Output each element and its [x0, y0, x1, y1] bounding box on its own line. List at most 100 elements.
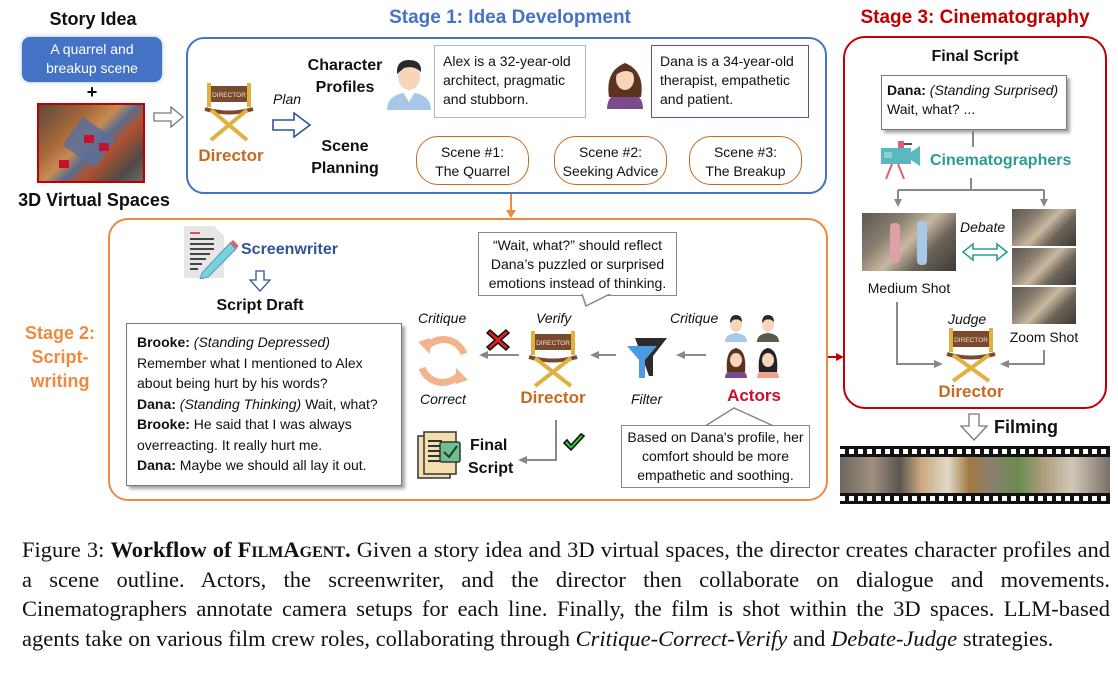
stage2-title: Stage 2: Script- writing [18, 321, 102, 393]
zoom-shot-label: Zoom Shot [1009, 329, 1079, 345]
cinema-camera-icon [881, 141, 920, 180]
scene-3-pill: Scene #3: The Breakup [689, 136, 802, 185]
speaker: Brooke: [137, 416, 190, 432]
caption-body-3: strategies. [957, 625, 1054, 651]
actors-group-icon [725, 315, 779, 378]
judge-label: Judge [948, 311, 987, 327]
caption-title-text: Workflow of [110, 537, 238, 562]
chair-sign-text: DIRECTOR [212, 92, 246, 99]
chair-shape [59, 160, 69, 168]
approve-check-icon [562, 433, 586, 452]
stage1-panel [186, 37, 827, 194]
callout-tail [581, 294, 611, 308]
verify-to-final-arrow-icon [518, 420, 557, 464]
dialogue: Wait, what? ... [887, 101, 976, 117]
story-idea-box: A quarrel and breakup scene [22, 37, 162, 82]
scene-1-title: The Quarrel [435, 163, 510, 179]
filming-label: Filming [994, 417, 1058, 437]
zoom-shot-frame-3 [1012, 287, 1076, 324]
plan-label: Plan [273, 91, 302, 107]
debate-double-arrow-icon [962, 242, 1008, 262]
stage1-to-stage2-arrow-icon [506, 194, 516, 218]
chair-shape [99, 143, 109, 151]
scene-3-number: Scene #3: [713, 144, 778, 160]
speaker: Dana: [887, 82, 926, 98]
3d-spaces-title: 3D Virtual Spaces [18, 190, 170, 210]
dana-avatar-icon [607, 63, 643, 109]
draft-line: Remember what I mentioned to Alex [137, 354, 363, 371]
3d-space-image [37, 103, 145, 183]
speaker: Dana: [137, 457, 176, 473]
director-chair-icon: DIRECTOR [204, 83, 254, 142]
zoom-shot-frame-2 [1012, 248, 1076, 285]
speaker: Brooke: [137, 334, 190, 350]
debate-label: Debate [960, 219, 1006, 235]
arrow-left-icon [590, 351, 616, 359]
arrow-left-icon [479, 351, 519, 359]
plan-arrow-icon [272, 112, 312, 138]
final-script-label-line1: Final [470, 437, 508, 454]
cycle-arrows-icon [418, 336, 468, 386]
draft-line: Dana: (Standing Thinking) Wait, what? [137, 394, 391, 415]
stage-direction: (Standing Thinking) [179, 395, 302, 412]
stage3-director-label: Director [938, 382, 1004, 401]
arrow-left-icon [676, 351, 706, 359]
caption-body-1: Given a story idea and 3D virtual spaces… [22, 537, 1111, 651]
film-perforations-top [840, 449, 1110, 454]
director-chair-icon: DIRECTOR [528, 331, 578, 388]
dialogue: Maybe we should all lay it out. [175, 457, 367, 473]
chair-shape [84, 135, 94, 143]
actor-feedback-callout: Based on Dana's profile, her comfort sho… [621, 425, 810, 488]
zoom-to-judge-arrow-icon [1000, 350, 1045, 368]
medium-shot-image [862, 213, 956, 271]
cinematographers-label: Cinematographers [930, 152, 1072, 169]
filming-down-arrow-icon [960, 413, 988, 441]
dana-profile-box: Dana is a 34-year-old therapist, empathe… [651, 45, 809, 118]
caption-system-name: FilmAgent. [237, 537, 351, 562]
scene-2-pill: Scene #2: Seeking Advice [554, 136, 667, 185]
caption-title: Workflow of FilmAgent. [110, 537, 350, 562]
scene-1-pill: Scene #1: The Quarrel [416, 136, 529, 185]
down-arrow-icon [249, 270, 271, 292]
hollow-arrow-right-icon [153, 106, 185, 128]
draft-line: about being hurt by his words? [137, 375, 328, 391]
director-chair-icon: DIRECTOR [946, 328, 996, 383]
filter-label: Filter [631, 391, 663, 407]
critique-right-label: Critique [670, 310, 719, 326]
branch-connector-icon [894, 178, 1048, 207]
scene-planning-label: Scene Planning [311, 138, 379, 177]
stage3-panel [843, 36, 1107, 409]
zoom-shot-frame-1 [1012, 209, 1076, 246]
stage2-to-stage3-arrow-icon [828, 353, 844, 361]
chair-sign-text: DIRECTOR [954, 337, 988, 344]
stage3-final-script-box: Dana: (Standing Surprised) Wait, what? .… [881, 75, 1067, 130]
draft-line: Dana: Maybe we should all lay it out. [137, 455, 391, 476]
final-script-label: Final Script [468, 434, 513, 480]
caption-prefix: Figure 3: [22, 537, 111, 562]
stage3-final-script-title: Final Script [931, 48, 1019, 65]
caption-strategy-1: Critique-Correct-Verify [575, 625, 788, 651]
draft-line: Brooke: (Standing Depressed) [137, 332, 391, 353]
dialogue: He said that I was always [189, 416, 352, 432]
draft-line: overreacting. It really hurt me. [137, 436, 323, 453]
stage2-director-label: Director [520, 388, 586, 407]
script-draft-label: Script Draft [216, 297, 304, 314]
connector-line [972, 131, 974, 147]
alex-profile-box: Alex is a 32-year-old architect, pragmat… [434, 45, 586, 118]
caption-body-2: and [787, 625, 831, 651]
speaker: Dana: [137, 395, 176, 412]
chair-sign-text: DIRECTOR [536, 340, 570, 347]
scene-3-title: The Breakup [705, 163, 786, 179]
screenwriter-label: Screenwriter [241, 241, 338, 258]
dialogue: Wait, what? [301, 395, 378, 412]
film-strip [840, 446, 1110, 504]
story-idea-title: Story Idea [49, 9, 137, 29]
stage3-title: Stage 3: Cinematography [860, 7, 1090, 28]
script-draft-box: Brooke: (Standing Depressed) Remember wh… [126, 323, 402, 486]
critique-left-label: Critique [418, 310, 467, 326]
stage-direction: (Standing Surprised) [929, 82, 1059, 98]
character-profiles-label: Character Profiles [307, 57, 383, 96]
medium-to-judge-arrow-icon [896, 302, 943, 368]
character-figure [917, 221, 927, 265]
actors-label: Actors [727, 386, 781, 405]
